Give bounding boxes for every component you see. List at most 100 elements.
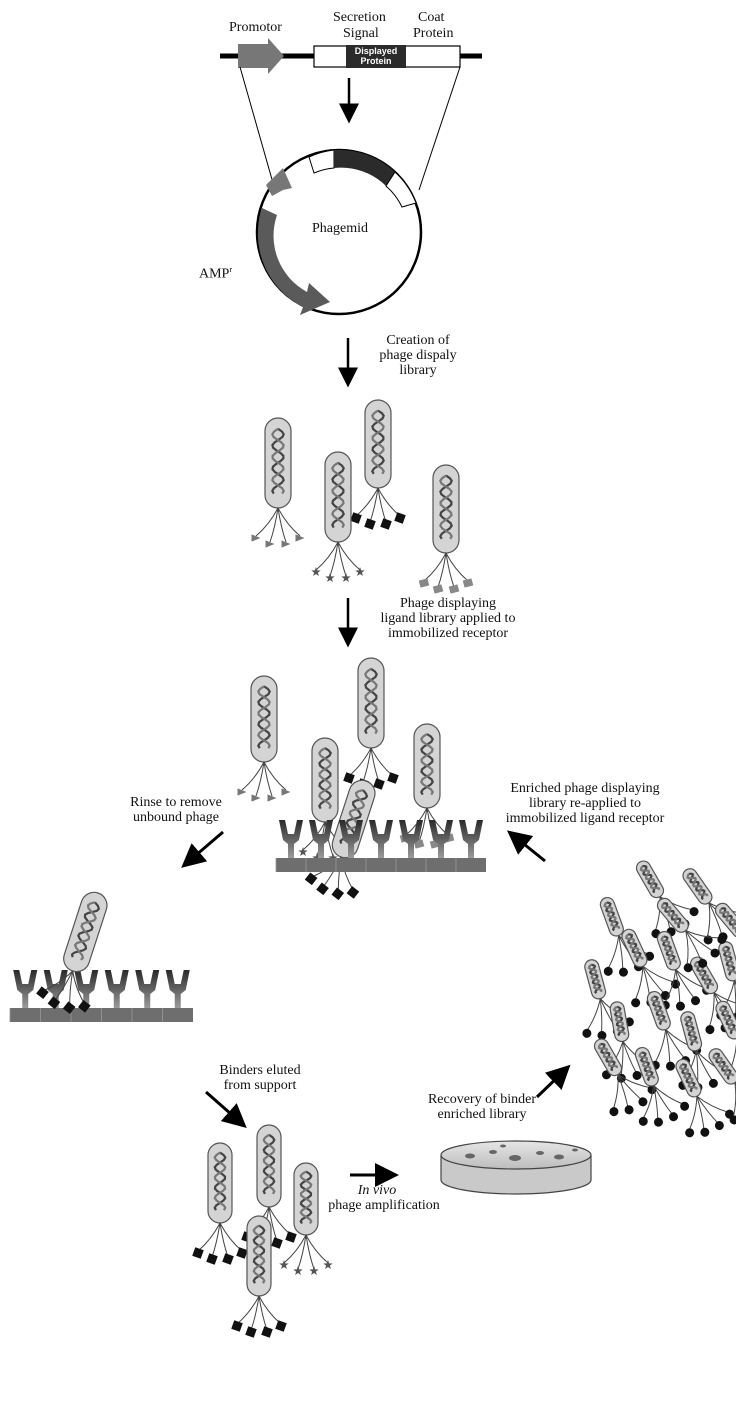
ligand-mark [684, 1127, 696, 1139]
ligand-mark [36, 986, 49, 999]
ligand-mark [341, 573, 350, 582]
displayed-protein-label-2: Protein [348, 56, 404, 66]
phage [238, 676, 291, 802]
ligand-mark [316, 883, 329, 896]
recovery-label-2: enriched library [417, 1107, 547, 1122]
arrow-binders [206, 1092, 240, 1122]
ligand-mark [309, 1266, 318, 1275]
in-vivo-label: In vivo [347, 1183, 407, 1198]
ligand-mark [702, 934, 715, 947]
ligand-mark [275, 1320, 287, 1332]
ligand-mark [236, 1247, 248, 1259]
ligand-mark [665, 1060, 677, 1072]
ligand-mark [331, 887, 344, 900]
ligand-mark [623, 1104, 635, 1116]
ligand-mark [675, 1000, 687, 1012]
applied-label-2: ligand library applied to [360, 611, 536, 626]
ligand-mark [325, 573, 334, 582]
creation-label-2: phage dispaly [368, 348, 468, 363]
promotor-label: Promotor [229, 20, 282, 35]
ligand-mark [668, 1111, 680, 1123]
ligand-mark [364, 518, 376, 530]
phagemid-plasmid [240, 67, 460, 315]
binders-label-1: Binders eluted [205, 1063, 315, 1078]
support-bar [276, 858, 486, 872]
ligand-mark [690, 995, 702, 1007]
ligand-mark [708, 1078, 719, 1089]
ligand-mark [373, 778, 385, 790]
ligand-mark [285, 1231, 297, 1243]
phage [231, 1216, 287, 1338]
ligand-mark [630, 997, 642, 1009]
ligand-mark [638, 1116, 650, 1128]
applied-label-1: Phage displaying [368, 596, 528, 611]
petri-dish [441, 1141, 591, 1194]
recovery-label-1: Recovery of binder [412, 1092, 552, 1107]
ligand-mark [713, 1120, 725, 1132]
ligand-mark [347, 886, 360, 899]
ligand-mark [704, 1023, 716, 1035]
enriched-label-2: library re-applied to [500, 796, 670, 811]
phage [192, 1143, 248, 1265]
enriched-phage-cluster [564, 849, 736, 1144]
phage [343, 658, 399, 790]
amp-label: AMPr [199, 262, 232, 282]
secretion-signal-label-1: Secretion [333, 10, 386, 25]
ligand-mark [323, 1260, 332, 1269]
ligand-mark [293, 1266, 302, 1275]
creation-label-1: Creation of [373, 333, 463, 348]
coat-protein-label-1: Coat [418, 10, 444, 25]
ligand-mark [192, 1247, 204, 1259]
ligand-mark [419, 578, 430, 587]
ligand-mark [608, 1105, 620, 1117]
ligand-mark [449, 584, 460, 593]
arrow-enriched [514, 836, 545, 861]
eluted-binders [192, 1125, 332, 1338]
ligand-mark [699, 1126, 711, 1138]
phage [419, 465, 474, 594]
displayed-protein-label-1: Displayed [348, 46, 404, 56]
ligand-mark [343, 772, 355, 784]
phage [350, 400, 406, 530]
promoter-arrow [238, 38, 284, 74]
ligand-mark [603, 966, 615, 978]
ligand-mark [653, 1116, 665, 1128]
ligand-mark [387, 772, 399, 784]
ligand-mark [245, 1326, 257, 1338]
ligand-mark [581, 1028, 592, 1039]
ligand-mark [206, 1253, 218, 1265]
ligand-mark [231, 1320, 243, 1332]
arrow-rinse [188, 832, 223, 862]
ligand-mark [679, 1100, 691, 1112]
ligand-mark [305, 873, 318, 886]
phage [33, 884, 124, 1019]
ligand-mark [271, 1237, 283, 1249]
ligand-mark [279, 1260, 288, 1269]
ligand-mark [394, 512, 406, 524]
rinse-label-2: unbound phage [116, 810, 236, 825]
ligand-mark [688, 905, 700, 917]
coat-protein-label-2: Protein [413, 26, 453, 41]
creation-label-3: library [378, 363, 458, 378]
phagemid-label: Phagemid [312, 221, 368, 236]
enriched-label-1: Enriched phage displaying [500, 781, 670, 796]
ligand-mark [433, 584, 444, 593]
enriched-label-3: immobilized ligand receptor [490, 811, 680, 826]
applied-label-3: immobilized receptor [368, 626, 528, 641]
ligand-mark [350, 512, 362, 524]
phage [279, 1163, 332, 1275]
ligand-mark [355, 567, 364, 576]
receptor-surface-left [10, 884, 193, 1022]
ligand-mark [222, 1253, 234, 1265]
binders-label-2: from support [205, 1078, 315, 1093]
ligand-mark [380, 518, 392, 530]
ligand-mark [618, 966, 630, 978]
rinse-label-1: Rinse to remove [116, 795, 236, 810]
ligand-mark [311, 567, 320, 576]
ligand-mark [298, 847, 307, 856]
secretion-signal-label-2: Signal [343, 26, 379, 41]
ligand-mark [261, 1326, 273, 1338]
phage-library [252, 400, 474, 594]
phage [252, 418, 305, 548]
